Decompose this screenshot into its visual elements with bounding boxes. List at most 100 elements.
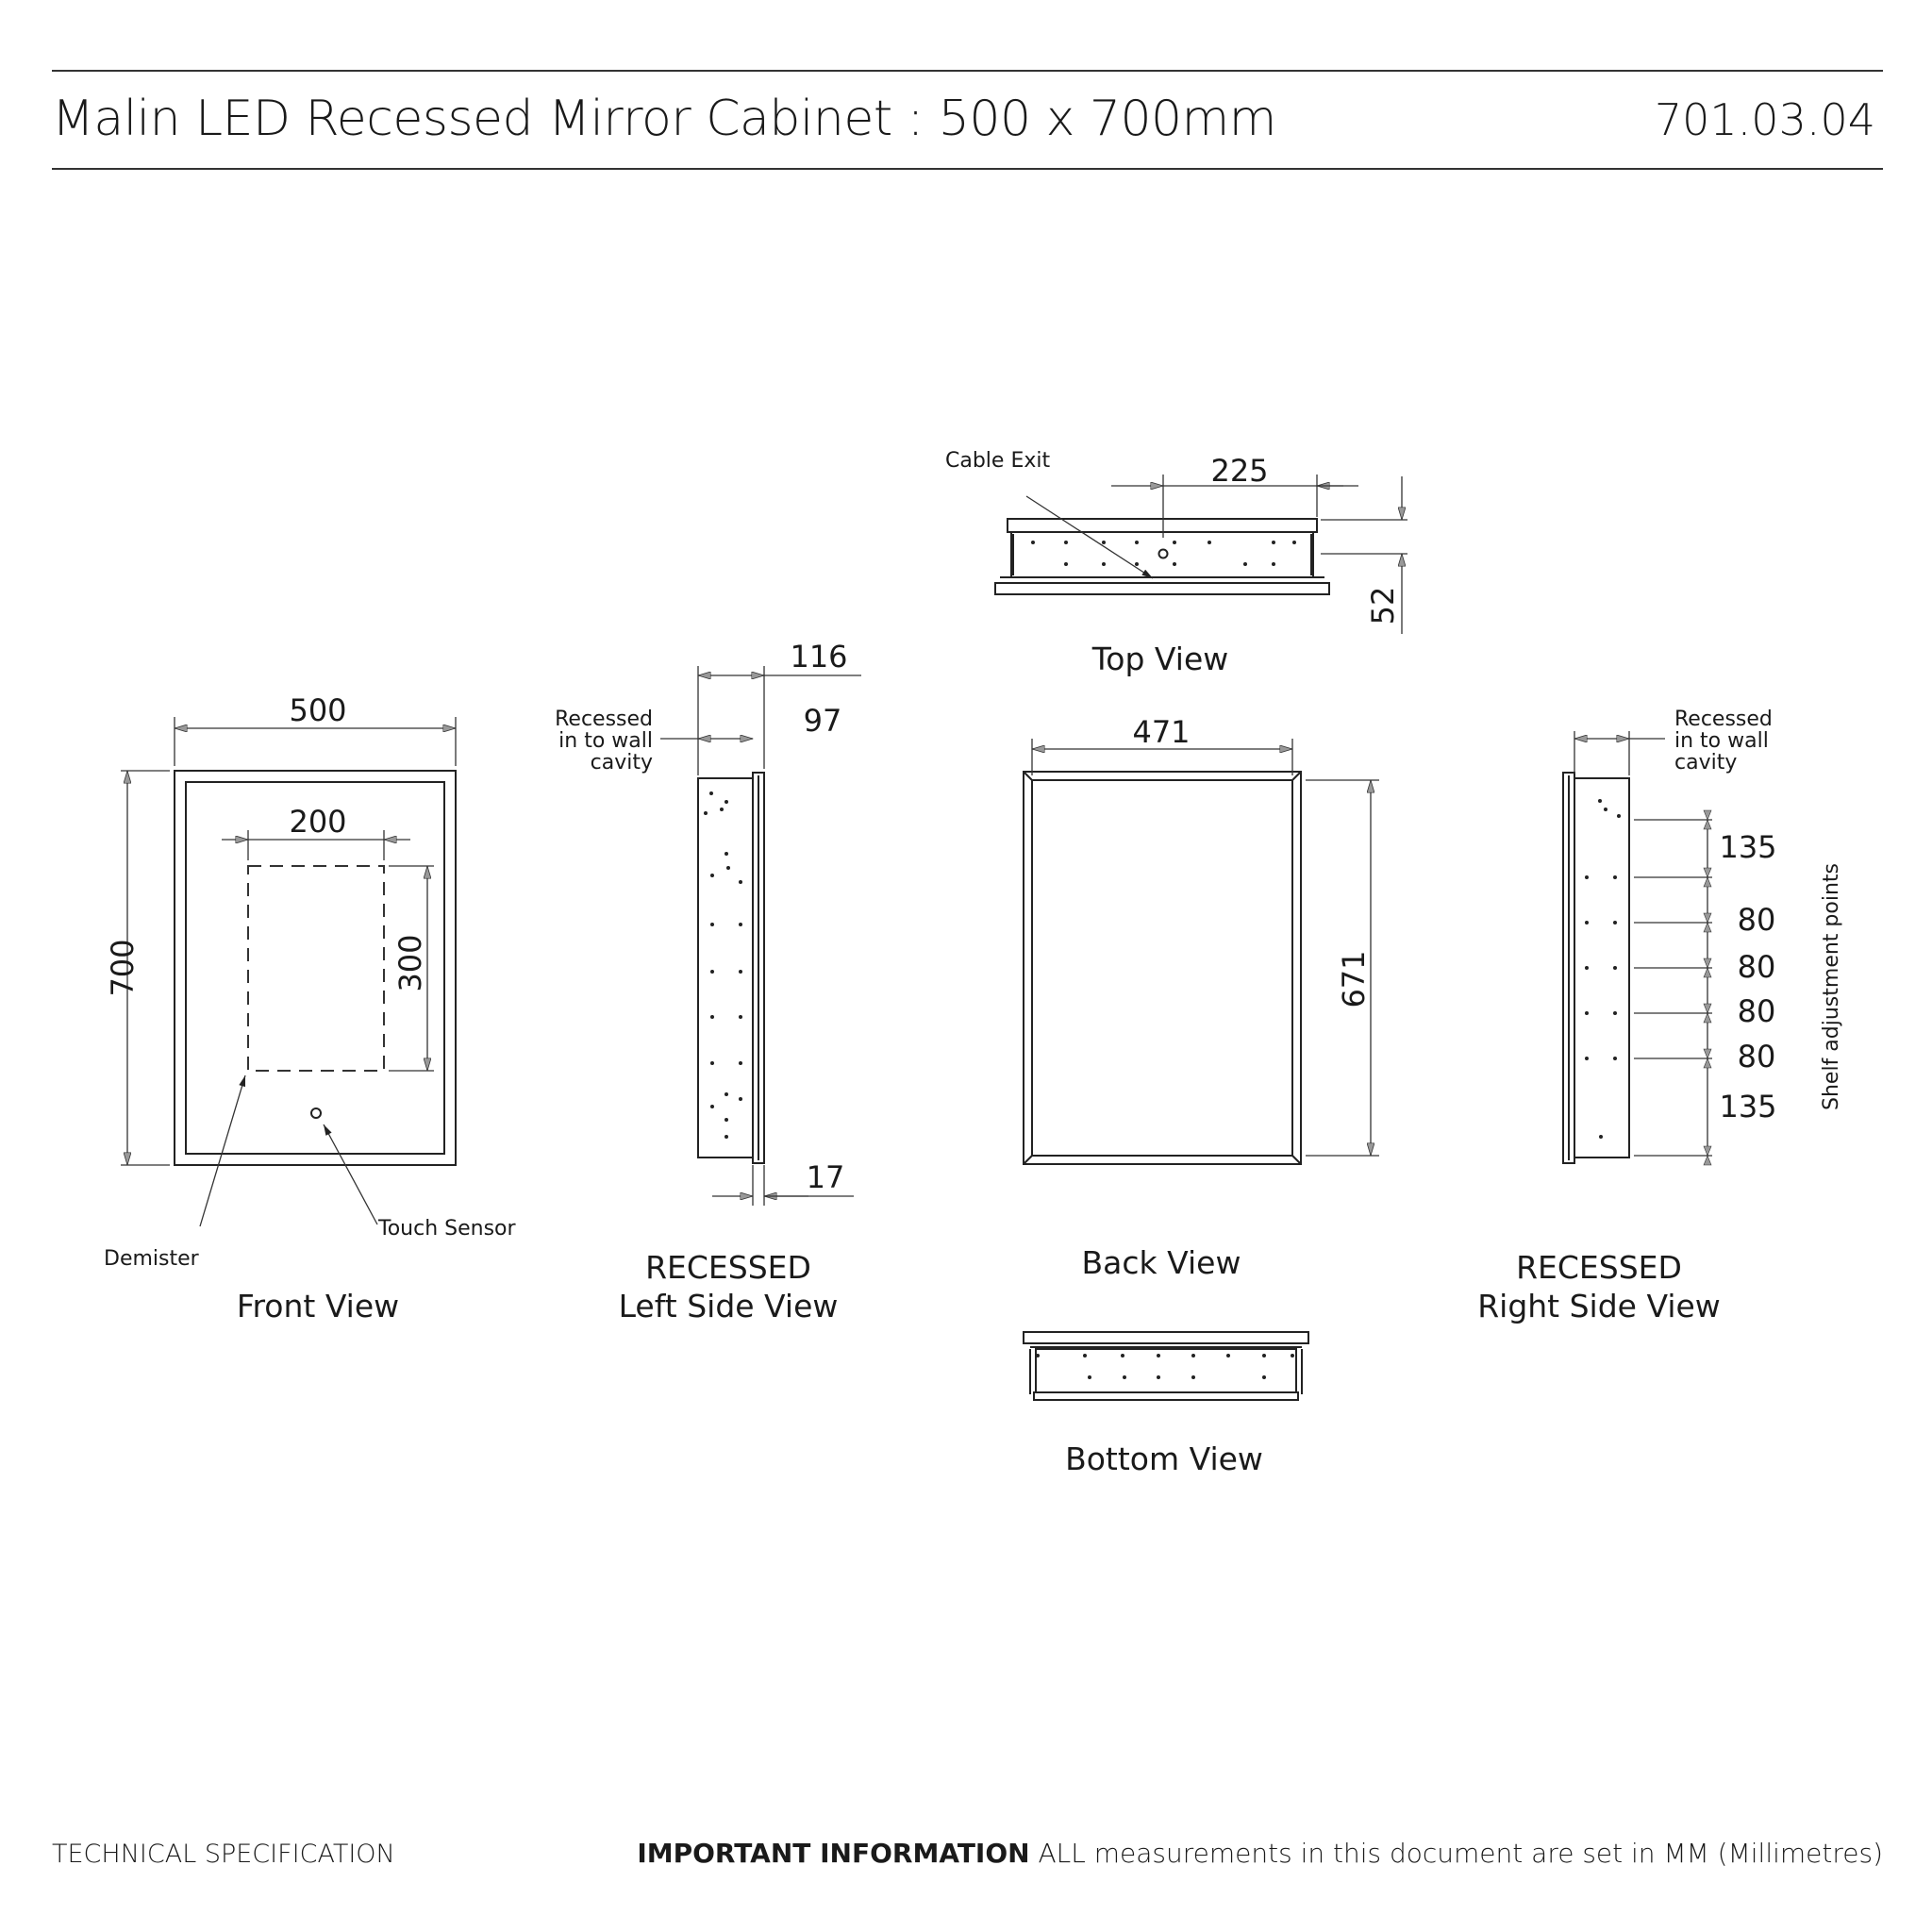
- recess-depth-dim: 97: [804, 703, 842, 739]
- shelf-hole: [1613, 1011, 1617, 1015]
- top-hole: [1031, 541, 1035, 544]
- back-view: 471 671 Back View: [1023, 714, 1379, 1281]
- shelf-arrow: [1703, 912, 1712, 924]
- shelf-dim-2: 80: [1738, 902, 1776, 938]
- shelf-arrow: [1703, 819, 1712, 830]
- shelf-arrow: [1703, 867, 1712, 878]
- bottom-hole: [1226, 1354, 1230, 1357]
- top-view-body: [1010, 531, 1314, 578]
- shelf-hole: [1598, 799, 1602, 803]
- shelf-hole: [1585, 875, 1589, 879]
- touch-sensor-icon: [310, 1108, 322, 1119]
- back-view-label: Back View: [1082, 1244, 1241, 1281]
- right-view-label-1: RECESSED: [1516, 1249, 1682, 1286]
- top-hole: [1135, 562, 1139, 566]
- shelf-arrow: [1703, 1012, 1712, 1024]
- shelf-hole: [739, 1015, 742, 1019]
- demister-pad: [247, 865, 385, 1072]
- front-width-dim: 500: [289, 692, 346, 728]
- top-hole: [1272, 541, 1275, 544]
- shelf-hole: [724, 1135, 728, 1139]
- top-hole: [1102, 562, 1106, 566]
- top-hole: [1208, 541, 1211, 544]
- top-hole: [1173, 562, 1176, 566]
- page-title: Malin LED Recessed Mirror Cabinet : 500 …: [52, 91, 1276, 147]
- top-hole: [1102, 541, 1106, 544]
- left-view-label-2: Left Side View: [619, 1288, 839, 1324]
- top-hole: [1135, 541, 1139, 544]
- shelf-hole: [739, 880, 742, 884]
- shelf-hole: [1585, 1057, 1589, 1060]
- shelf-dim-5: 80: [1738, 1039, 1776, 1074]
- top-hole: [1064, 562, 1068, 566]
- shelf-hole: [724, 852, 728, 856]
- shelf-hole: [1613, 966, 1617, 970]
- left-recess-note-2: in to wall: [558, 729, 653, 753]
- front-height-dim: 700: [105, 939, 141, 996]
- shelf-hole: [1585, 1011, 1589, 1015]
- shelf-hole: [739, 1097, 742, 1101]
- left-shelf-holes: [704, 791, 742, 1139]
- bottom-hole: [1262, 1354, 1266, 1357]
- top-hole: [1064, 541, 1068, 544]
- bottom-hole: [1291, 1354, 1294, 1357]
- shelf-dim-4: 80: [1738, 993, 1776, 1029]
- shelf-hole: [1585, 966, 1589, 970]
- shelf-arrow: [1703, 1058, 1712, 1069]
- shelf-arrow: [1703, 1048, 1712, 1059]
- left-cabinet-body: [697, 777, 754, 1158]
- shelf-hole: [704, 811, 708, 815]
- top-hole: [1243, 562, 1247, 566]
- top-view-frame: [1007, 518, 1318, 533]
- right-recess-note-1: Recessed: [1674, 708, 1773, 731]
- bottom-view-label: Bottom View: [1065, 1441, 1263, 1477]
- demister-height-dim: 300: [392, 934, 428, 991]
- left-recess-note-1: Recessed: [555, 708, 653, 731]
- top-view-door: [994, 582, 1330, 595]
- bottom-hole: [1121, 1354, 1124, 1357]
- bottom-hole: [1157, 1375, 1160, 1379]
- shelf-arrow: [1703, 922, 1712, 933]
- back-outer-frame: [1023, 771, 1302, 1165]
- shelf-hole: [739, 970, 742, 974]
- shelf-hole: [739, 923, 742, 926]
- shelf-hole: [710, 1061, 714, 1065]
- back-width-dim: 471: [1132, 714, 1190, 750]
- shelf-spacing-dims: 135 80 80 80 80 135: [1634, 809, 1777, 1166]
- shelf-hole: [1613, 921, 1617, 924]
- bottom-view: Bottom View: [1023, 1331, 1309, 1477]
- back-height-dim: 671: [1336, 950, 1372, 1008]
- left-side-view: 116 97 Recessed in to wall cavity 17 REC…: [555, 639, 861, 1324]
- shelf-hole: [726, 866, 730, 870]
- important-info-text: ALL measurements in this document are se…: [1029, 1838, 1883, 1869]
- back-inner-panel: [1031, 779, 1293, 1157]
- right-shelf-holes: [1585, 799, 1621, 1139]
- header-top-rule: [52, 70, 1883, 72]
- shelf-arrow: [1703, 876, 1712, 888]
- front-inner-frame: [185, 781, 445, 1155]
- shelf-hole: [724, 800, 728, 804]
- shelf-hole: [710, 874, 714, 877]
- shelf-hole: [739, 1061, 742, 1065]
- bottom-hole: [1157, 1354, 1160, 1357]
- shelf-dim-6: 135: [1719, 1089, 1776, 1124]
- cable-exit-hole: [1158, 548, 1169, 559]
- footer-technical-spec: TECHNICAL SPECIFICATION: [52, 1840, 395, 1869]
- bottom-hole: [1083, 1354, 1087, 1357]
- shelf-hole: [1604, 808, 1607, 811]
- top-hole: [1292, 541, 1296, 544]
- left-view-label-1: RECESSED: [645, 1249, 811, 1286]
- right-recess-note-3: cavity: [1674, 751, 1737, 774]
- shelf-hole: [720, 808, 724, 811]
- overall-depth-dim: 116: [790, 639, 847, 675]
- shelf-hole: [1613, 1057, 1617, 1060]
- shelf-arrow: [1703, 958, 1712, 969]
- shelf-hole: [710, 923, 714, 926]
- demister-label: Demister: [104, 1247, 200, 1271]
- shelf-arrow: [1703, 1155, 1712, 1166]
- shelf-dim-3: 80: [1738, 949, 1776, 985]
- shelf-hole: [710, 970, 714, 974]
- cable-depth-dim: 52: [1365, 587, 1401, 625]
- bottom-view-body: [1035, 1348, 1297, 1393]
